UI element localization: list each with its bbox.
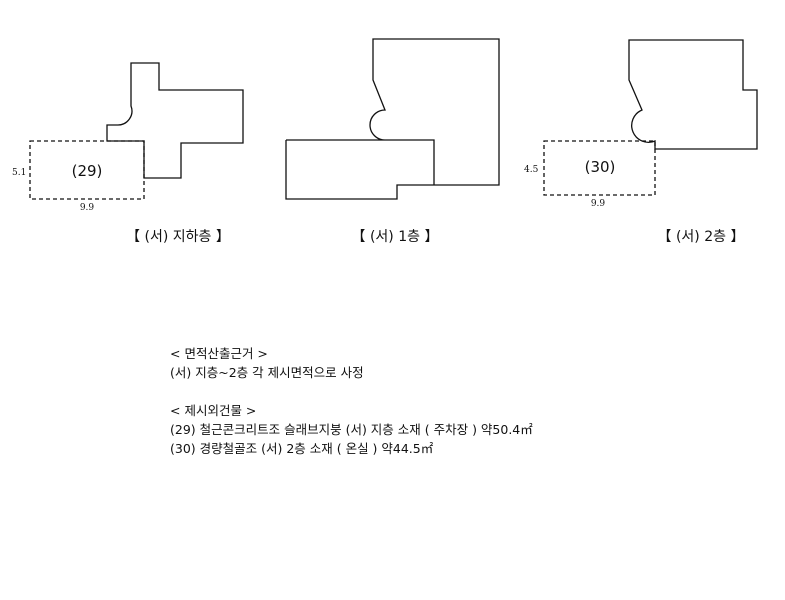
basement-plan-title: 【 (서) 지하층 】	[126, 229, 230, 245]
basement-annex-label: (29)	[72, 162, 103, 180]
second-floor-height-dimension: 4.5	[524, 165, 539, 175]
excluded-building-29: (29) 철근콘크리트조 슬래브지붕 (서) 지층 소재 ( 주차장 ) 약50…	[170, 422, 533, 437]
area-basis-line: (서) 지층~2층 각 제시면적으로 사정	[170, 365, 364, 380]
excluded-buildings-heading: < 제시외건물 >	[170, 403, 257, 418]
second-floor-annex-30-outline	[543, 140, 656, 196]
basement-main-building-outline	[106, 62, 244, 179]
basement-plan	[29, 62, 244, 200]
area-basis-heading: < 면적산출근거 >	[170, 346, 268, 361]
second-floor-plan	[543, 39, 758, 196]
first-floor-building-outline	[285, 38, 500, 200]
notes-spacer	[170, 382, 533, 401]
second-floor-main-outline	[628, 39, 758, 150]
second-floor-plan-title: 【 (서) 2층 】	[658, 229, 745, 245]
basement-height-dimension: 5.1	[12, 168, 26, 178]
first-floor-plan	[285, 38, 500, 200]
second-floor-annex-label: (30)	[585, 158, 616, 176]
excluded-building-30: (30) 경량철골조 (서) 2층 소재 ( 온실 ) 약44.5㎡	[170, 441, 434, 456]
basement-width-dimension: 9.9	[80, 203, 95, 213]
basement-annex-29-outline	[29, 140, 145, 200]
first-floor-plan-title: 【 (서) 1층 】	[352, 229, 439, 245]
second-floor-width-dimension: 9.9	[591, 199, 606, 209]
notes-block: < 면적산출근거 > (서) 지층~2층 각 제시면적으로 사정 < 제시외건물…	[170, 344, 533, 458]
